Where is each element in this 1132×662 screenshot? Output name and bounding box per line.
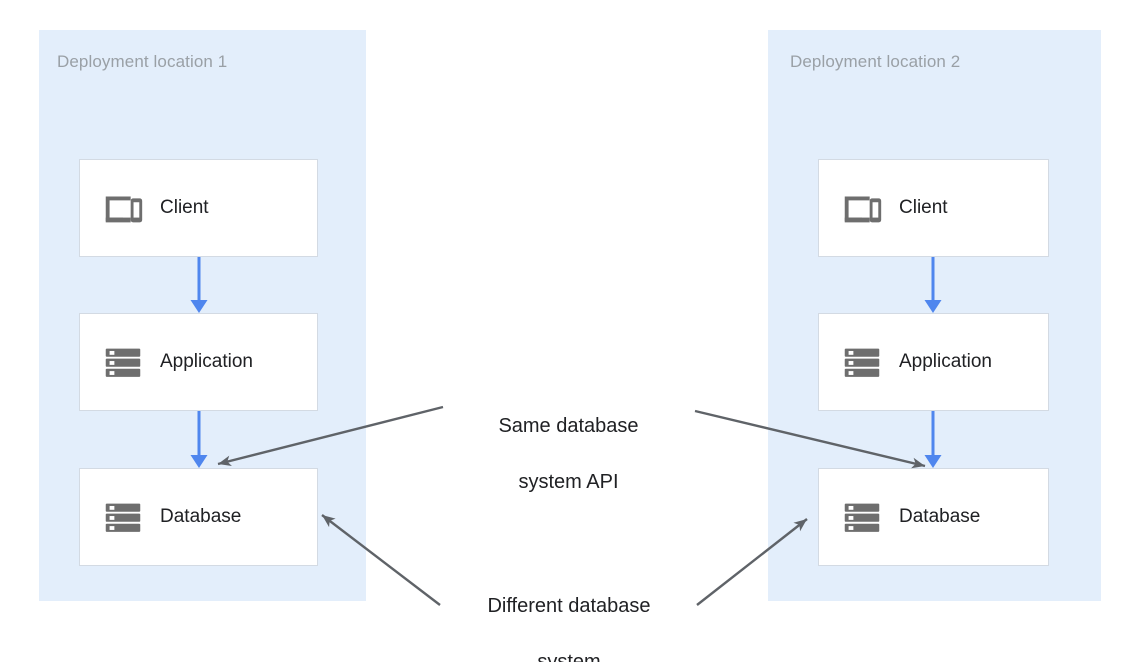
node-client-1-label: Client: [160, 197, 209, 218]
database-server-icon: [839, 494, 885, 540]
server-icon: [100, 339, 146, 385]
node-database-1-label: Database: [160, 506, 242, 527]
node-application-2-label: Application: [899, 351, 992, 372]
annotation-different-system-line-1: Different database: [487, 595, 651, 617]
node-client-2[interactable]: Client: [818, 159, 1049, 257]
node-client-2-label: Client: [899, 197, 948, 218]
annotation-different-database-system: Different database system: [460, 564, 678, 662]
annotation-same-api-line-2: system API: [518, 471, 619, 493]
database-server-icon: [100, 494, 146, 540]
deployment-zone-2-label: Deployment location 2: [790, 52, 961, 71]
server-icon: [839, 339, 885, 385]
node-application-1[interactable]: Application: [79, 313, 318, 411]
node-database-2[interactable]: Database: [818, 468, 1049, 566]
node-database-2-label: Database: [899, 506, 981, 527]
node-application-1-label: Application: [160, 351, 253, 372]
annotation-same-database-system-api: Same database system API: [466, 384, 671, 524]
annotation-same-api-line-1: Same database: [498, 415, 639, 437]
devices-icon: [839, 185, 885, 231]
node-application-2[interactable]: Application: [818, 313, 1049, 411]
devices-icon: [100, 185, 146, 231]
deployment-zone-1-label: Deployment location 1: [57, 52, 228, 71]
node-database-1[interactable]: Database: [79, 468, 318, 566]
node-client-1[interactable]: Client: [79, 159, 318, 257]
annotation-different-system-line-2: system: [537, 651, 601, 662]
